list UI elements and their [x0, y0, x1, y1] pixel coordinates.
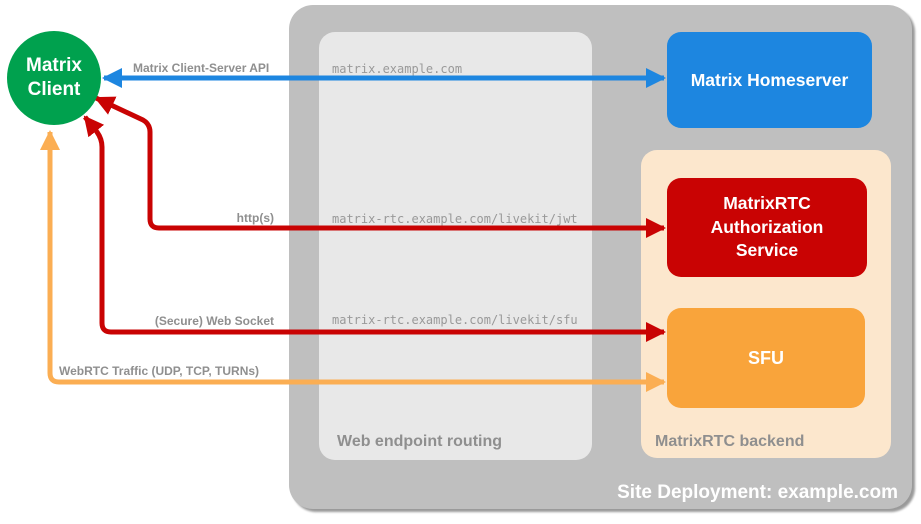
node-sfu-label: SFU	[748, 347, 784, 368]
web-endpoint-routing-container: Web endpoint routing	[319, 32, 592, 460]
node-matrixrtc-authorization-service: MatrixRTC Authorization Service	[667, 178, 867, 277]
node-matrix-homeserver: Matrix Homeserver	[667, 32, 872, 128]
node-matrix-client-label: Matrix Client	[26, 55, 82, 100]
edge-label-websocket: (Secure) Web Socket	[154, 314, 274, 328]
site-deployment-label: Site Deployment: example.com	[617, 482, 898, 503]
edge-label-client-server-api: Matrix Client-Server API	[133, 61, 270, 75]
web-endpoint-routing-label: Web endpoint routing	[337, 433, 503, 450]
edge-label-webrtc-traffic: WebRTC Traffic (UDP, TCP, TURNs)	[59, 364, 260, 378]
node-matrix-client: Matrix Client	[7, 31, 101, 125]
node-matrixrtc-authorization-service-label: MatrixRTC Authorization Service	[710, 193, 824, 261]
matrixrtc-backend-label: MatrixRTC backend	[655, 433, 805, 450]
edge-label-http: http(s)	[236, 211, 274, 225]
endpoint-label-matrix-example-com: matrix.example.com	[332, 62, 463, 76]
node-sfu: SFU	[667, 308, 865, 408]
endpoint-label-livekit-sfu: matrix-rtc.example.com/livekit/sfu	[332, 313, 578, 327]
node-matrix-homeserver-label: Matrix Homeserver	[690, 69, 849, 90]
endpoint-label-livekit-jwt: matrix-rtc.example.com/livekit/jwt	[332, 212, 578, 226]
